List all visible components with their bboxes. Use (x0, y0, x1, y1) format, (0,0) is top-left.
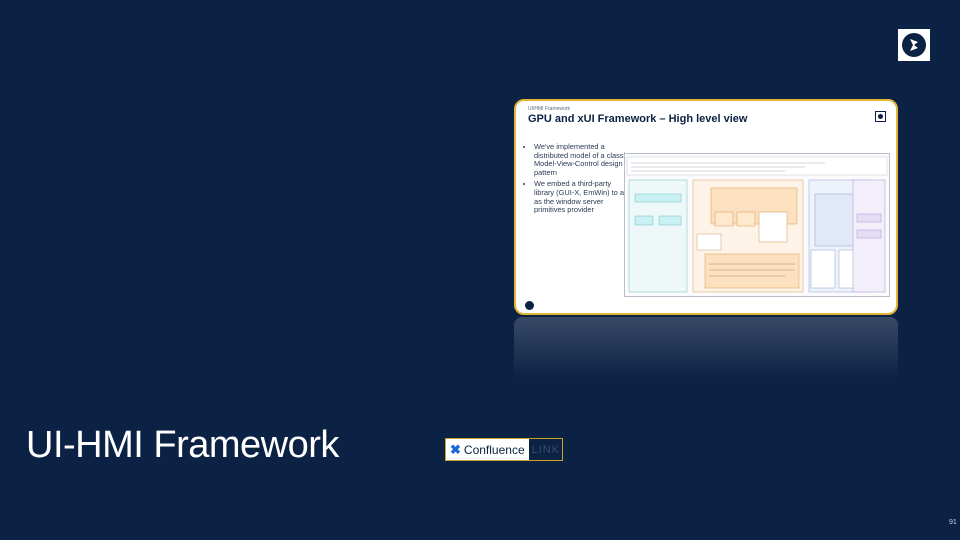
thumbnail-logo-icon (875, 111, 886, 122)
thumbnail-reflection (514, 317, 898, 379)
slide-number: 91 (949, 519, 957, 526)
thumbnail-heading: GPU and xUI Framework – High level view (528, 113, 748, 125)
architecture-diagram (624, 153, 890, 297)
thumbnail-eyebrow: UI/HMI Framework (528, 106, 570, 112)
thumbnail-bullets: We've implemented a distributed model of… (526, 142, 632, 218)
confluence-x-icon: ✖ (450, 441, 461, 457)
confluence-badge: ✖ Confluence (446, 439, 529, 460)
confluence-brand: Confluence (463, 442, 525, 457)
thumbnail-footer-logo-icon (525, 301, 534, 310)
slide-title: UI-HMI Framework (26, 424, 339, 466)
electrolux-logo-icon (902, 33, 926, 57)
slide-thumbnail[interactable]: UI/HMI Framework GPU and xUI Framework –… (514, 99, 898, 315)
confluence-link-label: LINK (531, 443, 561, 456)
thumbnail-bullet: We embed a third-party library (GUI-X, E… (534, 180, 632, 214)
thumbnail-bullet: We've implemented a distributed model of… (534, 142, 632, 177)
electrolux-logo (898, 29, 930, 61)
architecture-diagram-graphic (626, 156, 888, 293)
confluence-link-button[interactable]: ✖ Confluence LINK (445, 438, 563, 461)
